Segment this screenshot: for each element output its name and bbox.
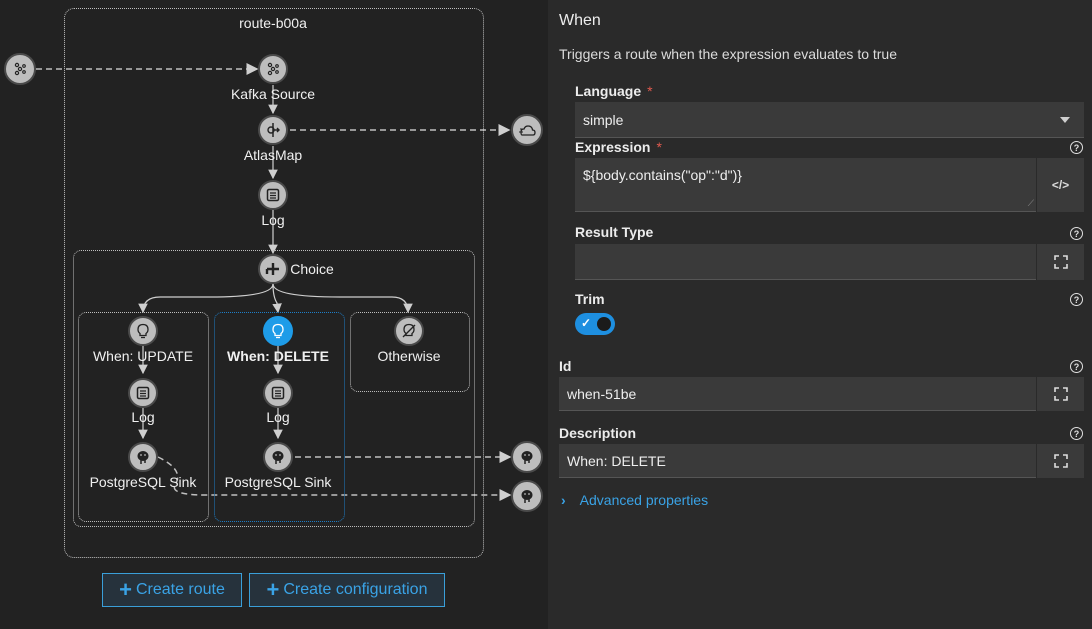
log-icon xyxy=(266,188,280,202)
advanced-properties-label: Advanced properties xyxy=(579,492,709,508)
when-update-label: When: UPDATE xyxy=(92,348,194,364)
otherwise-node[interactable] xyxy=(394,316,424,346)
toggle-knob xyxy=(597,317,611,331)
log-node[interactable] xyxy=(258,180,288,210)
when-update-container xyxy=(78,312,209,522)
create-configuration-label: Create configuration xyxy=(283,581,428,598)
lightbulb-off-icon xyxy=(402,323,416,338)
panel-description: Triggers a route when the expression eva… xyxy=(559,46,898,62)
route-title: route-b00a xyxy=(239,15,307,31)
when-delete-node[interactable] xyxy=(263,316,293,346)
chevron-right-icon: › xyxy=(561,492,566,508)
postgresql-icon xyxy=(521,451,533,464)
resize-handle-icon[interactable]: ⟋ xyxy=(1027,198,1034,208)
panel-title: When xyxy=(559,12,601,29)
external-postgres-node-1[interactable] xyxy=(511,441,543,473)
plus-icon: + xyxy=(119,577,132,602)
result-type-help-icon[interactable]: ? xyxy=(1070,227,1083,240)
atlasmap-label: AtlasMap xyxy=(243,147,303,163)
external-source-node[interactable] xyxy=(4,53,36,85)
description-expand-button[interactable] xyxy=(1036,444,1084,478)
log-update-label: Log xyxy=(131,409,155,425)
result-type-label: Result Type xyxy=(575,224,654,240)
when-delete-label: When: DELETE xyxy=(227,348,329,364)
choice-icon xyxy=(265,263,279,275)
id-label: Id xyxy=(559,358,572,374)
language-value: simple xyxy=(583,111,624,128)
atlasmap-node[interactable] xyxy=(258,115,288,145)
sink-delete-node[interactable] xyxy=(263,442,293,472)
route-canvas[interactable]: route-b00a Kafka Source AtlasMap Log Cho… xyxy=(0,0,548,629)
log-icon xyxy=(136,386,150,400)
id-expand-button[interactable] xyxy=(1036,377,1084,411)
log-delete-label: Log xyxy=(266,409,290,425)
required-marker: * xyxy=(647,83,653,99)
create-route-button[interactable]: + Create route xyxy=(102,573,242,607)
expression-label: Expression* xyxy=(575,139,662,155)
result-type-input[interactable] xyxy=(575,244,1036,280)
caret-down-icon xyxy=(1060,117,1070,123)
when-update-node[interactable] xyxy=(128,316,158,346)
sink-update-label: PostgreSQL Sink xyxy=(89,474,197,490)
lightbulb-icon xyxy=(272,323,284,339)
route-container xyxy=(64,8,484,558)
expand-icon xyxy=(1053,255,1068,269)
description-label: Description xyxy=(559,425,637,441)
id-help-icon[interactable]: ? xyxy=(1070,360,1083,373)
otherwise-label: Otherwise xyxy=(377,348,441,364)
code-icon: </> xyxy=(1051,178,1070,192)
result-type-expand-button[interactable] xyxy=(1036,244,1084,280)
sink-update-node[interactable] xyxy=(128,442,158,472)
trim-help-icon[interactable]: ? xyxy=(1070,293,1083,306)
log-update-node[interactable] xyxy=(128,378,158,408)
expression-value: ${body.contains("op":"d")} xyxy=(583,167,742,183)
external-atlasmap-node[interactable] xyxy=(511,114,543,146)
choice-label: Choice xyxy=(290,261,334,277)
expand-icon xyxy=(1053,454,1068,468)
create-configuration-button[interactable]: + Create configuration xyxy=(249,573,445,607)
expand-icon xyxy=(1053,387,1068,401)
create-route-label: Create route xyxy=(135,581,225,598)
transform-icon xyxy=(267,123,280,137)
when-delete-container xyxy=(214,312,345,522)
postgresql-icon xyxy=(272,451,284,464)
kafka-icon xyxy=(14,62,26,76)
properties-panel: When Triggers a route when the expressio… xyxy=(548,0,1092,629)
log-delete-node[interactable] xyxy=(263,378,293,408)
expression-editor-button[interactable]: </> xyxy=(1036,158,1084,212)
id-value: when-51be xyxy=(567,385,637,402)
sink-delete-label: PostgreSQL Sink xyxy=(224,474,332,490)
kafka-source-node[interactable] xyxy=(258,54,288,84)
expression-textarea[interactable]: ${body.contains("op":"d")} ⟋ xyxy=(575,158,1036,212)
choice-node[interactable] xyxy=(258,254,288,284)
kafka-source-label: Kafka Source xyxy=(230,86,316,102)
check-icon: ✓ xyxy=(581,316,592,330)
lightbulb-icon xyxy=(137,323,149,339)
trim-toggle[interactable]: ✓ xyxy=(575,313,615,335)
plus-icon: + xyxy=(266,577,280,602)
log-icon xyxy=(271,386,285,400)
external-postgres-node-2[interactable] xyxy=(511,480,543,512)
expression-help-icon[interactable]: ? xyxy=(1070,141,1083,154)
connection-lines xyxy=(36,63,512,501)
postgresql-icon xyxy=(137,451,149,464)
kafka-icon xyxy=(267,62,279,76)
otherwise-container xyxy=(350,312,470,392)
description-help-icon[interactable]: ? xyxy=(1070,427,1083,440)
postgresql-icon xyxy=(521,490,533,503)
id-input[interactable]: when-51be xyxy=(559,377,1036,411)
cloud-icon xyxy=(519,125,536,136)
advanced-properties-toggle[interactable]: › Advanced properties xyxy=(561,492,708,508)
log-label: Log xyxy=(261,212,285,228)
description-input[interactable]: When: DELETE xyxy=(559,444,1036,478)
language-label: Language* xyxy=(575,83,653,99)
trim-label: Trim xyxy=(575,291,605,307)
description-value: When: DELETE xyxy=(567,452,666,469)
choice-container xyxy=(73,250,475,527)
language-select[interactable]: simple xyxy=(575,102,1084,138)
required-marker: * xyxy=(656,139,662,155)
